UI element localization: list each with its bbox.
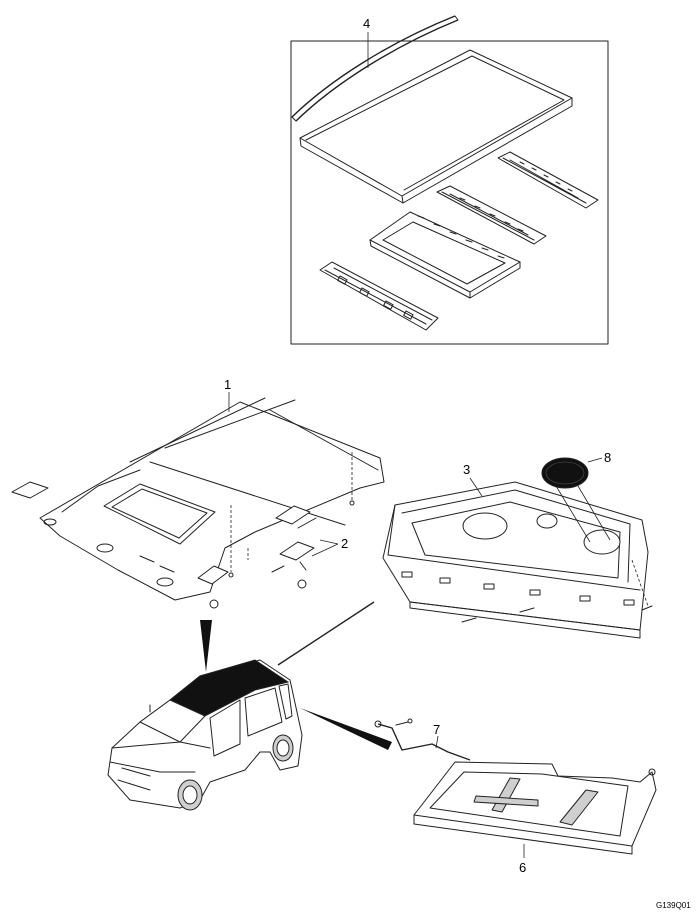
callout-label: 7	[433, 722, 440, 737]
roof-panel-inset	[290, 15, 609, 345]
sunroof-frame	[369, 211, 521, 299]
callout-headlining: 1	[224, 377, 231, 412]
roof-molding	[291, 15, 459, 122]
roof-front-header	[319, 261, 439, 331]
callout-label: 2	[341, 536, 348, 551]
figure-code: G139Q01	[656, 901, 691, 910]
package-tray	[382, 481, 653, 639]
speaker-cover	[541, 457, 611, 543]
cargo-cover	[413, 761, 657, 855]
cable	[374, 718, 471, 761]
callout-cable: 7	[433, 722, 440, 749]
headlining	[39, 397, 385, 601]
vehicle-illustration	[107, 659, 303, 811]
pointer-to-headlining	[200, 620, 212, 672]
callout-cargo-cover: 6	[519, 844, 526, 875]
pointer-to-package-tray	[277, 601, 375, 666]
roof-outer-panel	[299, 49, 573, 204]
callout-label: 8	[604, 450, 611, 465]
inset-frame	[290, 40, 609, 345]
callout-speaker-cover: 8	[587, 450, 611, 465]
pointer-to-cargo-cover	[300, 708, 392, 750]
callout-label: 1	[224, 377, 231, 392]
callout-assist-grip: 2	[311, 536, 348, 557]
callout-roof-molding: 4	[363, 16, 370, 68]
assist-grip-set	[11, 481, 317, 609]
callout-label: 4	[363, 16, 370, 31]
roof-bow-rear	[497, 151, 599, 209]
callout-label: 3	[463, 462, 470, 477]
callout-label: 6	[519, 860, 526, 875]
callout-package-tray: 3	[463, 462, 483, 497]
roof-bow-middle	[436, 185, 547, 245]
